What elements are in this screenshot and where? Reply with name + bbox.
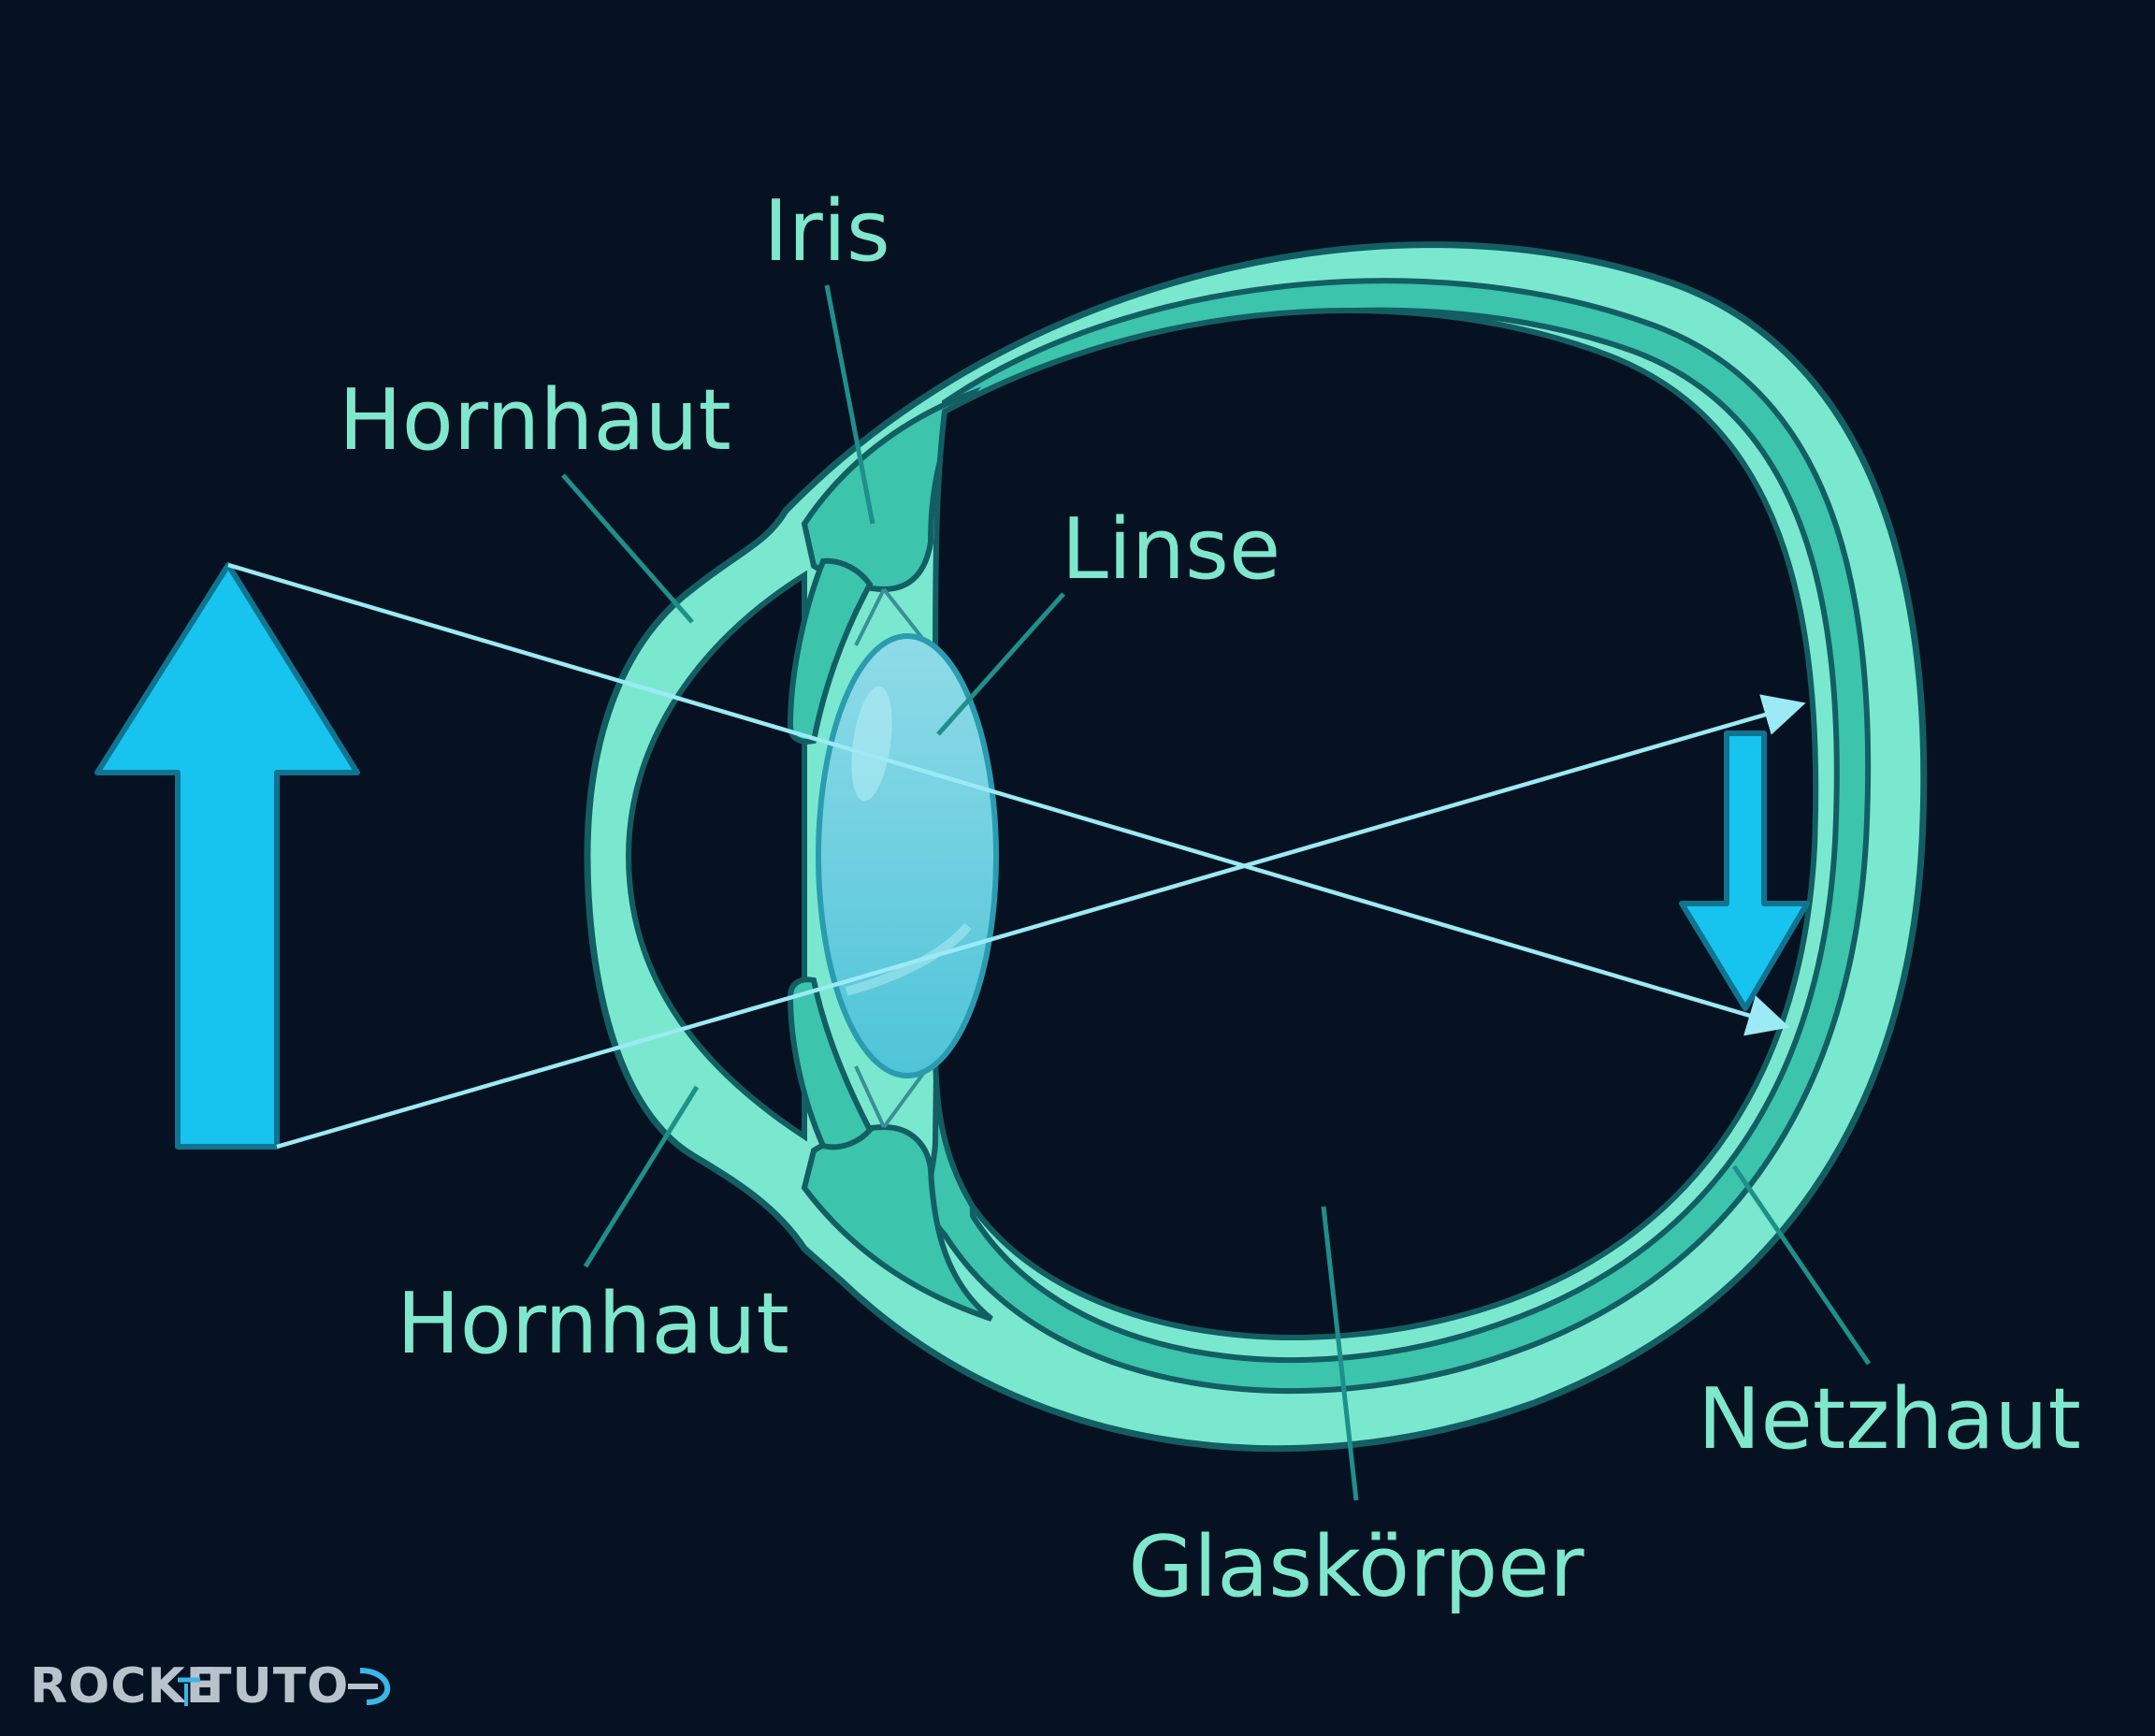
label-cornea-top: Hornhaut bbox=[339, 371, 731, 470]
lens-highlight-lower bbox=[845, 922, 972, 996]
ciliary-body-lower bbox=[801, 1123, 993, 1322]
label-lens: Linse bbox=[1062, 500, 1280, 599]
light-ray-bottom bbox=[276, 694, 1806, 1150]
leader-lens bbox=[936, 592, 1065, 736]
object-arrow bbox=[94, 562, 360, 1150]
svg-text:TUTO: TUTO bbox=[198, 1658, 349, 1714]
leader-iris bbox=[824, 284, 875, 525]
leader-cornea-top bbox=[561, 473, 694, 624]
lens-highlight bbox=[851, 686, 892, 802]
vitreous-body bbox=[933, 308, 1819, 1340]
image-arrow bbox=[1679, 731, 1810, 1011]
iris-lower bbox=[787, 976, 874, 1150]
label-retina: Netzhaut bbox=[1698, 1370, 2081, 1468]
label-cornea-bottom: Hornhaut bbox=[397, 1275, 789, 1373]
label-iris: Iris bbox=[763, 182, 889, 281]
svg-text:ROCKE: ROCKE bbox=[30, 1658, 220, 1714]
rockettutor-logo: ROCKE TUTO bbox=[30, 1658, 391, 1714]
iris-upper bbox=[787, 557, 874, 745]
leader-vitreous bbox=[1321, 1206, 1359, 1501]
label-vitreous-body: Glaskörper bbox=[1128, 1518, 1584, 1616]
anterior-chamber bbox=[625, 570, 808, 1142]
leader-retina bbox=[1731, 1165, 1872, 1366]
light-ray-top bbox=[227, 562, 1790, 1036]
leader-cornea-bottom bbox=[583, 1085, 700, 1268]
